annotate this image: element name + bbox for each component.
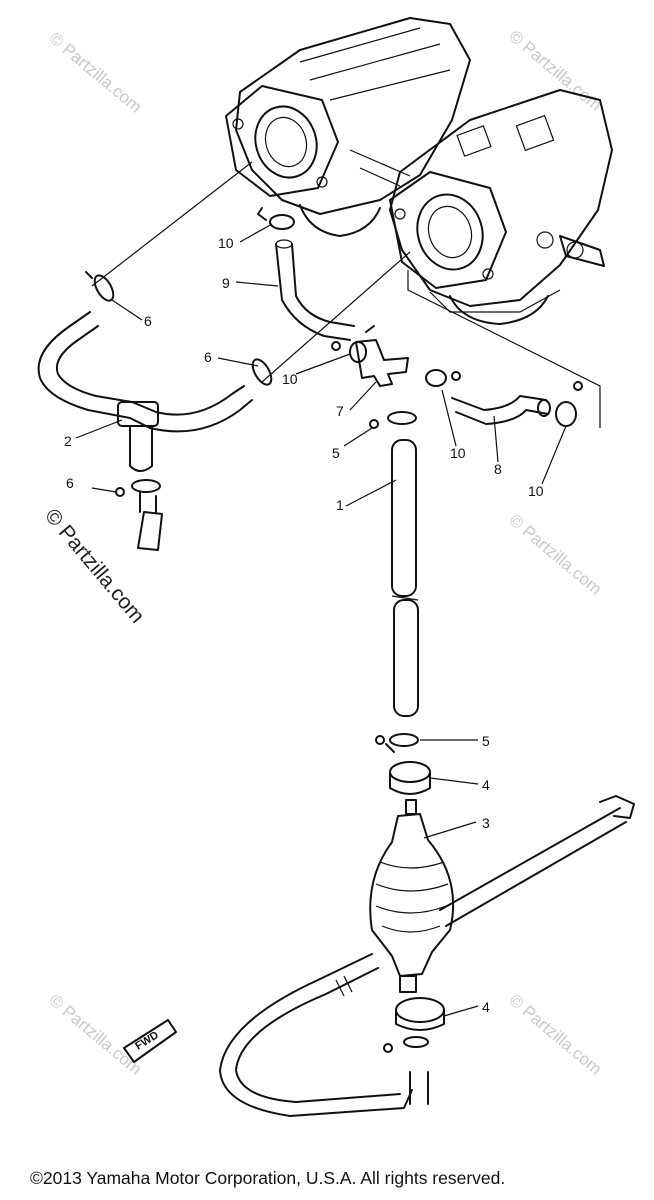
callout-6-clip-mid: 6	[204, 349, 212, 365]
fwd-label: FWD	[133, 1029, 161, 1052]
callout-6-clip-left: 6	[144, 313, 152, 329]
fuel-line-drawing	[219, 795, 635, 1117]
hose-1-drawing	[369, 411, 419, 717]
callout-4-spacer-lower: 4	[482, 999, 490, 1015]
callout-10-clamp-right: 10	[450, 445, 466, 461]
callout-8-hose: 8	[494, 461, 502, 477]
watermark-top-right: © Partzilla.com	[505, 27, 605, 115]
watermark-bottom-left: © Partzilla.com	[45, 991, 145, 1079]
callout-6-clip-bottom: 6	[66, 475, 74, 491]
callout-5-clamp-upper: 5	[332, 445, 340, 461]
primer-pump-drawing	[369, 733, 455, 1105]
carburetor-assembly-drawing	[91, 17, 613, 428]
callout-10-clamp-far-right: 10	[528, 483, 544, 499]
watermark-main: © Partzilla.com	[40, 504, 149, 627]
callout-10-clamp-mid: 10	[282, 371, 298, 387]
callout-1-hose: 1	[336, 497, 344, 513]
callout-10-clamp-top: 10	[218, 235, 234, 251]
watermark-top-left: © Partzilla.com	[45, 29, 145, 117]
watermarks: © Partzilla.com © Partzilla.com © Partzi…	[40, 27, 605, 1079]
watermark-mid-right: © Partzilla.com	[505, 511, 605, 599]
hose-2-drawing	[37, 271, 273, 551]
callout-2-hose: 2	[64, 433, 72, 449]
callout-7-joint: 7	[336, 403, 344, 419]
leader-lines	[75, 223, 567, 1017]
callout-9-hose: 9	[222, 275, 230, 291]
copyright-notice: ©2013 Yamaha Motor Corporation, U.S.A. A…	[30, 1168, 506, 1188]
callout-3-primer-pump: 3	[482, 815, 490, 831]
watermark-bottom-right: © Partzilla.com	[505, 991, 605, 1079]
callouts: 10 9 6 6 10 7 2 5 10 8 6 10 1 5 4 3 4	[64, 235, 544, 1015]
hose-9-drawing	[257, 207, 355, 341]
callout-5-clamp-lower: 5	[482, 733, 490, 749]
joint-7-and-hose-8-drawing	[331, 325, 583, 427]
callout-4-spacer-upper: 4	[482, 777, 490, 793]
